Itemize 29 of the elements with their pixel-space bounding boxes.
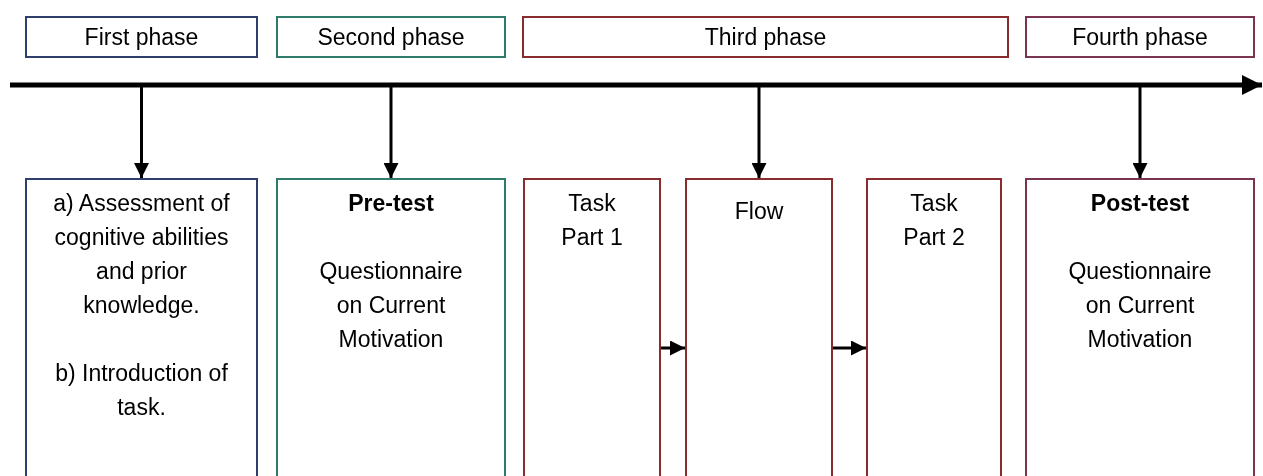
phase-title: Second phase [317,23,465,52]
step-text: Questionnaire on Current Motivation [1067,257,1213,354]
phase-title: First phase [84,23,199,52]
arrow [661,340,685,356]
step-box [276,178,506,476]
phase-box [1025,16,1255,58]
step-box [1025,178,1255,476]
step-text: Questionnaire on Current Motivation [318,257,464,354]
step-text: Task Part 1 [560,189,624,252]
arrow [383,87,399,178]
step-box [685,178,833,476]
step-text: Task Part 2 [902,189,966,252]
phase-box [25,16,258,58]
arrow [751,87,767,178]
step-text: a) Assessment of cognitive abilities and prior knowledge. [52,189,231,320]
step-text: b) Introduction of task. [54,359,229,422]
step-box [523,178,661,476]
step-heading: Post-test [1089,189,1191,218]
arrow [833,340,866,356]
arrow [1132,87,1148,178]
phase-box [522,16,1009,58]
step-box [866,178,1002,476]
phase-box [276,16,506,58]
phase-title: Third phase [704,23,827,52]
step-box [25,178,258,476]
arrow [134,87,149,178]
phase-title: Fourth phase [1072,23,1208,52]
step-heading: Pre-test [347,189,435,218]
step-text: Flow [733,197,785,226]
